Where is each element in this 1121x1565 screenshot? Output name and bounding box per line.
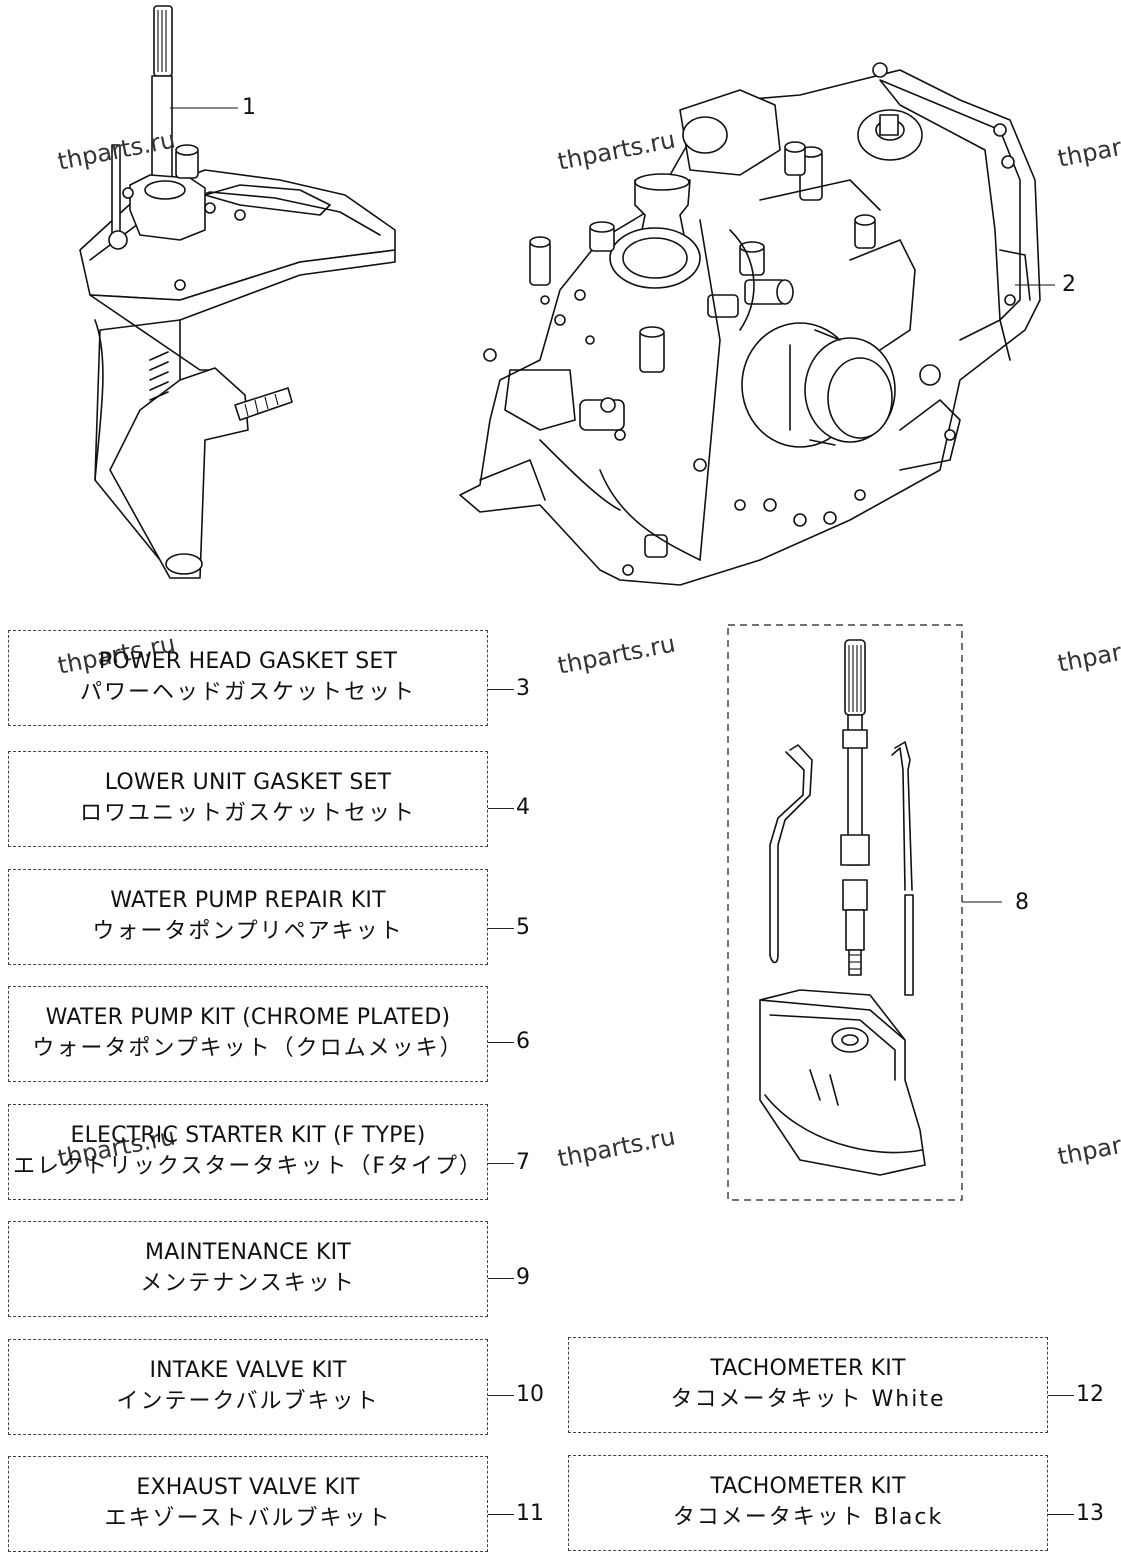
leader-line (488, 928, 514, 929)
kit-name-en: WATER PUMP KIT (CHROME PLATED) (45, 1005, 451, 1030)
kit-name-en: TACHOMETER KIT (710, 1356, 906, 1381)
kit-tachometer-black: TACHOMETER KIT タコメータキット Black (568, 1455, 1048, 1551)
kit-maintenance-kit: MAINTENANCE KIT メンテナンスキット (8, 1221, 488, 1317)
kit-name-jp: インテークバルブキット (116, 1389, 380, 1414)
kit-electric-starter-kit: ELECTRIC STARTER KIT (F TYPE) エレクトリックスター… (8, 1104, 488, 1200)
kit-name-en: LOWER UNIT GASKET SET (104, 770, 392, 795)
kit-name-jp: メンテナンスキット (140, 1271, 356, 1296)
kit-tachometer-white: TACHOMETER KIT タコメータキット White (568, 1337, 1048, 1433)
callout-2: 2 (1062, 272, 1076, 297)
kit-name-en: TACHOMETER KIT (710, 1474, 906, 1499)
leader-line (1048, 1514, 1074, 1515)
kit-name-jp: ウォータポンプリペアキット (92, 919, 404, 944)
callout-7: 7 (516, 1150, 530, 1175)
crankcase-drawing (459, 62, 1055, 586)
kit-name-jp: パワーヘッドガスケットセット (79, 680, 416, 705)
callout-9: 9 (516, 1265, 530, 1290)
kit-name-jp: エレクトリックスタータキット（Fタイプ） (13, 1154, 483, 1179)
kit-water-pump-repair-kit: WATER PUMP REPAIR KIT ウォータポンプリペアキット (8, 869, 488, 965)
kit-name-jp: エキゾーストバルブキット (104, 1506, 392, 1531)
kit-intake-valve-kit: INTAKE VALVE KIT インテークバルブキット (8, 1339, 488, 1435)
leader-line (488, 1395, 514, 1396)
kit-water-pump-kit-chrome-plated: WATER PUMP KIT (CHROME PLATED) ウォータポンプキッ… (8, 986, 488, 1082)
leader-line (488, 1042, 514, 1043)
callout-5: 5 (516, 915, 530, 940)
leader-line (488, 1278, 514, 1279)
kit-lower-unit-gasket-set: LOWER UNIT GASKET SET ロワユニットガスケットセット (8, 751, 488, 847)
kit-name-en: MAINTENANCE KIT (145, 1240, 351, 1265)
callout-8: 8 (1015, 890, 1029, 915)
kit-exhaust-valve-kit: EXHAUST VALVE KIT エキゾーストバルブキット (8, 1456, 488, 1552)
leader-line (488, 808, 514, 809)
kit-name-jp: タコメータキット White (670, 1387, 946, 1412)
leader-line (1048, 1395, 1074, 1396)
callout-1: 1 (242, 95, 256, 120)
kit-name-jp: タコメータキット Black (672, 1505, 944, 1530)
kit-name-en: EXHAUST VALVE KIT (136, 1475, 360, 1500)
leader-line (488, 689, 514, 690)
callout-10: 10 (516, 1382, 544, 1407)
kit-name-jp: ロワユニットガスケットセット (79, 801, 416, 826)
kit-name-en: POWER HEAD GASKET SET (98, 649, 398, 674)
kit-name-en: INTAKE VALVE KIT (149, 1358, 347, 1383)
kit-name-en: ELECTRIC STARTER KIT (F TYPE) (70, 1123, 426, 1148)
callout-4: 4 (516, 795, 530, 820)
kit-power-head-gasket-set: POWER HEAD GASKET SET パワーヘッドガスケットセット (8, 630, 488, 726)
callout-3: 3 (516, 676, 530, 701)
leader-line (488, 1163, 514, 1164)
callout-11: 11 (516, 1501, 544, 1526)
drive-shaft-kit-drawing (727, 624, 1002, 1201)
callout-12: 12 (1076, 1382, 1104, 1407)
kit-name-jp: ウォータポンプキット（クロムメッキ） (32, 1036, 464, 1061)
kit-name-en: WATER PUMP REPAIR KIT (110, 888, 386, 913)
callout-13: 13 (1076, 1501, 1104, 1526)
callout-6: 6 (516, 1029, 530, 1054)
leader-line (488, 1514, 514, 1515)
lower-unit-drawing (79, 5, 396, 579)
